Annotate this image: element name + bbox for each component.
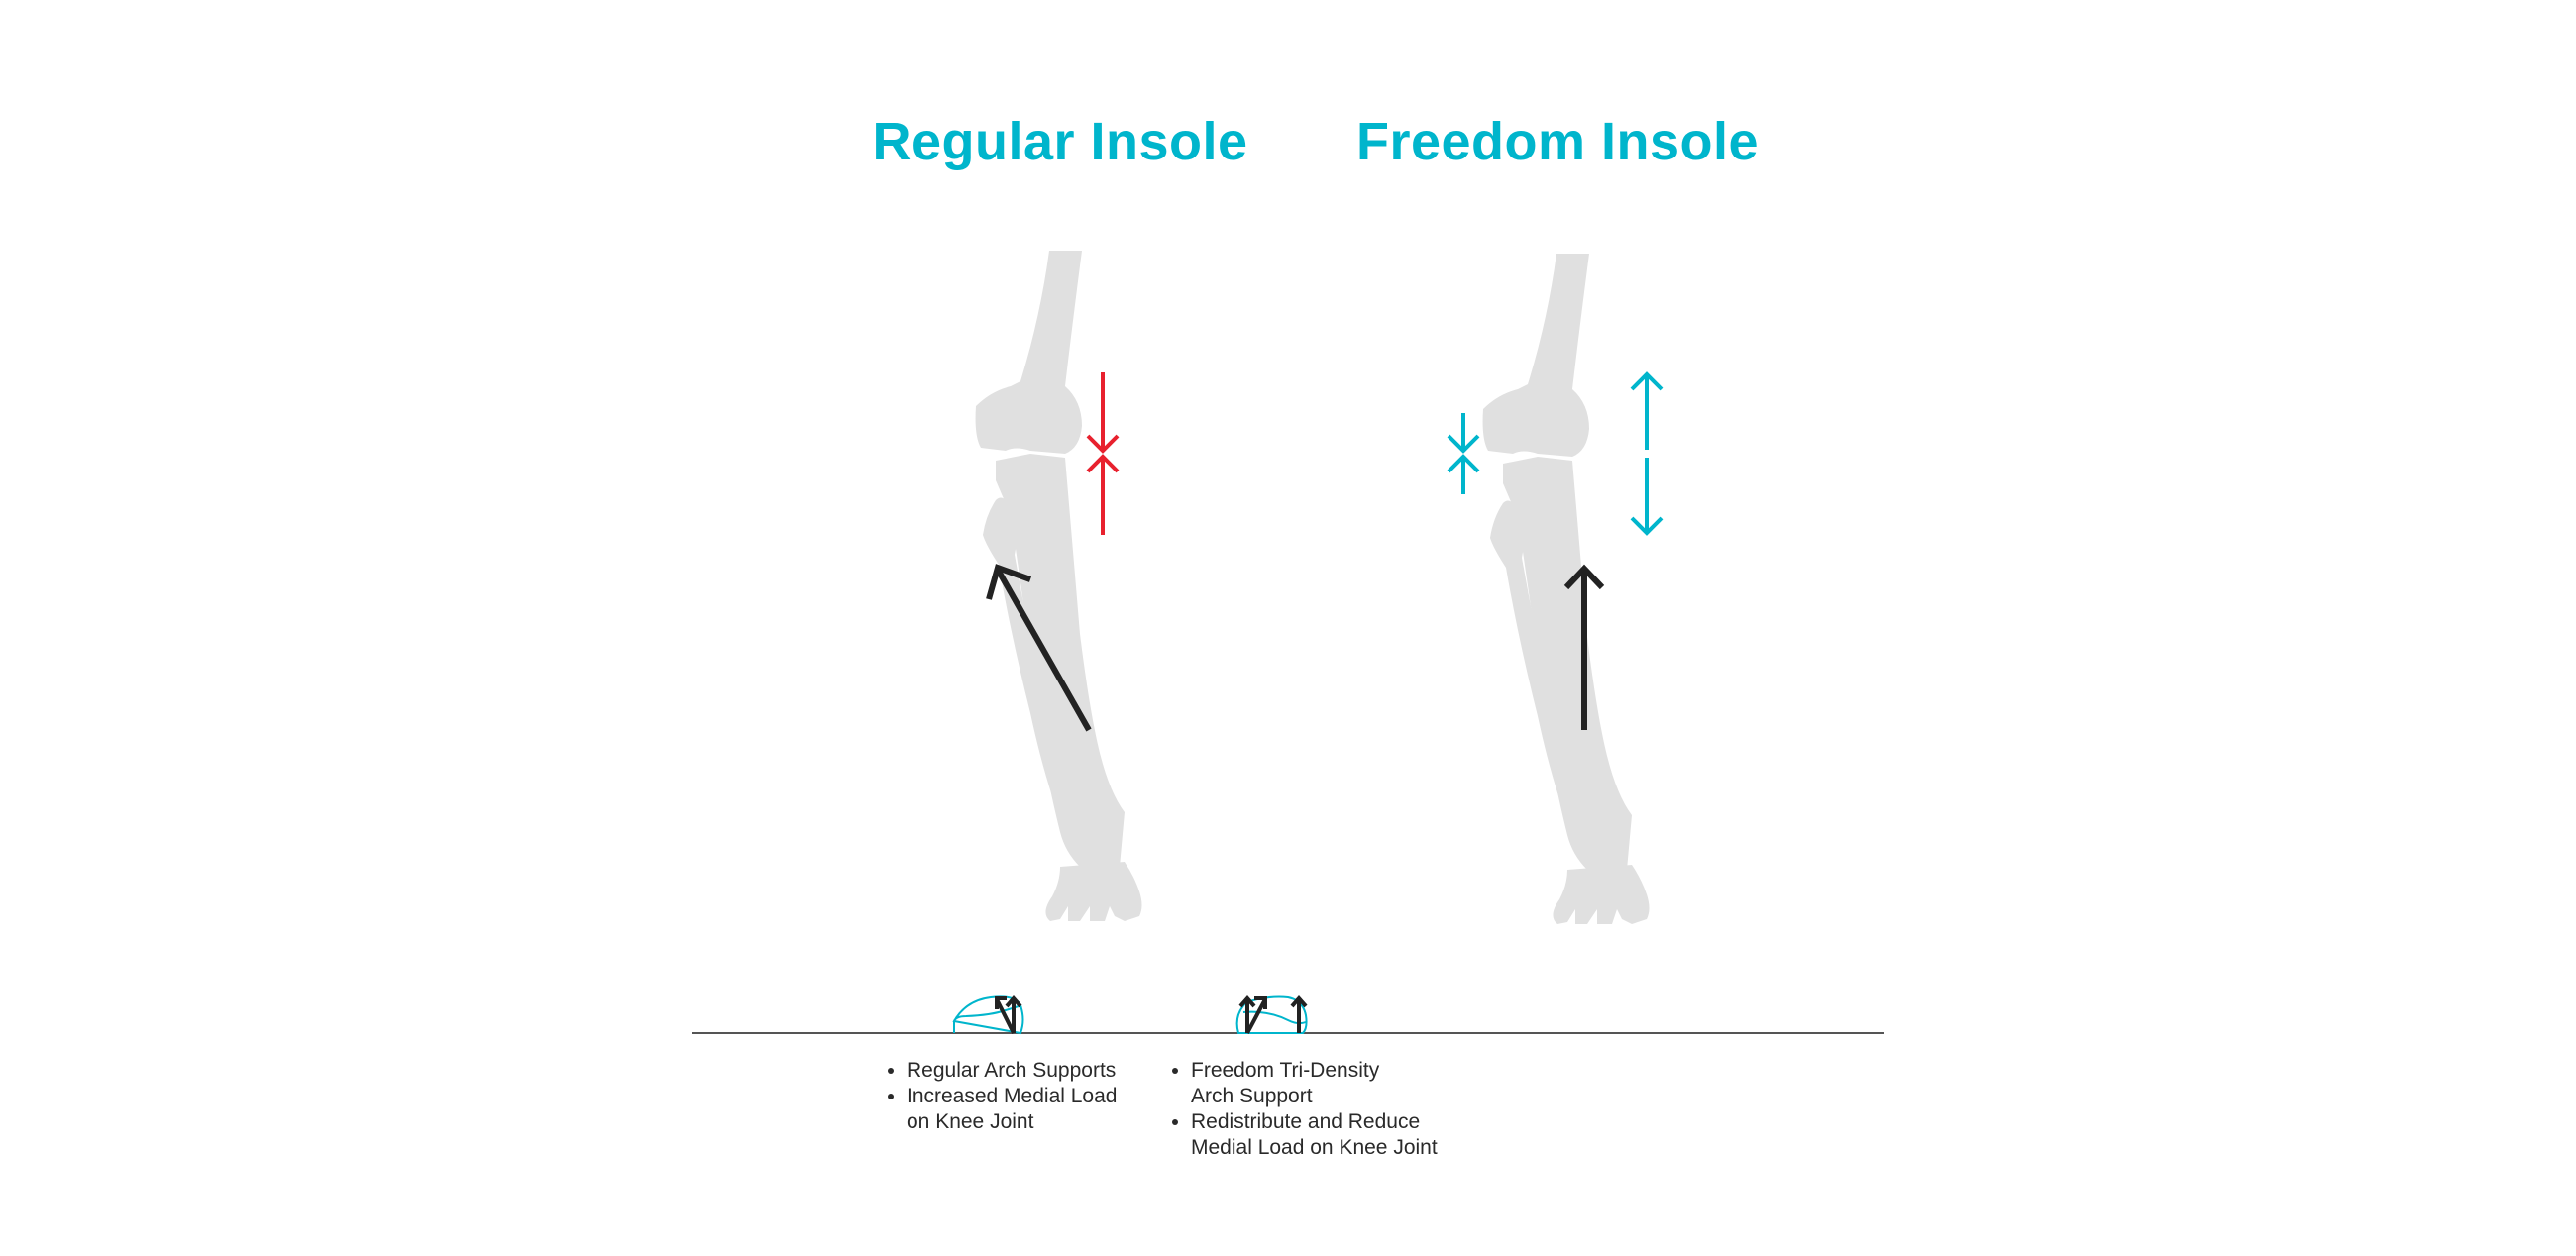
bullet-item: Freedom Tri-Density Arch Support [1191,1058,1389,1109]
leg-skeleton-freedom [1482,254,1650,924]
bullet-item: Redistribute and Reduce Medial Load on K… [1191,1109,1468,1161]
medial-force-arrow-icon [986,564,1092,732]
regular-insole-bullets: Regular Arch Supports Increased Medial L… [885,1058,1134,1135]
title-freedom-insole: Freedom Insole [1355,112,1760,171]
regular-insole-icon [952,994,1024,1035]
joint-space-arrows-icon [1630,371,1664,536]
leg-skeleton-regular [975,251,1142,921]
compression-arrows-icon [1086,372,1120,535]
title-regular-insole: Regular Insole [872,112,1248,171]
bullet-item: Increased Medial Load on Knee Joint [907,1084,1134,1135]
freedom-insole-icon [1235,994,1308,1034]
reduced-compression-arrows-icon [1447,413,1480,494]
bullet-item: Regular Arch Supports [907,1058,1134,1084]
freedom-insole-bullets: Freedom Tri-Density Arch Support Redistr… [1169,1058,1468,1161]
vertical-force-arrow-icon [1563,564,1605,730]
